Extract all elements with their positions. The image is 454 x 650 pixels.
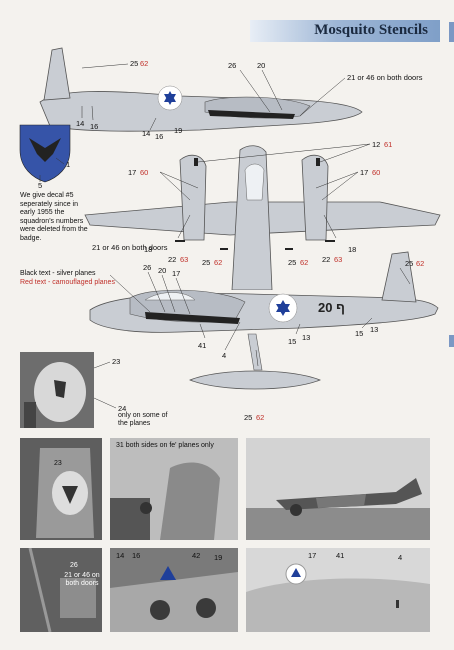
- callout-26-photo: 26: [70, 562, 78, 569]
- leaders-plan: [159, 143, 371, 239]
- callout-62: 62: [140, 59, 148, 68]
- callout-21-bottom: 21 or 46 on both doors: [92, 243, 168, 252]
- callout-14a: 14: [76, 119, 84, 128]
- undercarriage: [247, 333, 263, 371]
- photo-fin-badge: 23: [20, 438, 102, 540]
- leaders-bottom: [109, 267, 411, 367]
- callout-17-photo: 17: [308, 551, 317, 560]
- nacelle-right: [301, 154, 329, 241]
- photo-cockpit-crew: 14 16 42 19: [110, 548, 238, 632]
- callout-5: 5: [38, 181, 42, 190]
- callout-25-left: 25: [202, 258, 210, 267]
- callout-4-photo: 4: [398, 553, 403, 562]
- callout-23-nose: 23: [112, 357, 120, 366]
- canopy-plan: [244, 163, 265, 201]
- plan-view: 12 61 17 60 17 60 18 18 22 63 25 62 25 6…: [84, 140, 441, 290]
- badge-note: We give decal #5 seperately since in ear…: [20, 192, 88, 242]
- badge-callouts: 1 5: [38, 157, 70, 190]
- fin-top: [43, 47, 71, 101]
- callout-21: 21 or 46 on both doors: [347, 73, 423, 82]
- callout-61: 61: [384, 140, 392, 149]
- callout-16b: 16: [155, 132, 163, 141]
- callout-22-left: 22: [168, 255, 176, 264]
- door-stripe-top: [208, 110, 295, 119]
- callout-20-bottom: 20: [158, 266, 166, 275]
- callout-12: 12: [372, 140, 380, 149]
- callout-41-bottom: 41: [198, 341, 206, 350]
- edge-tab: [449, 22, 454, 42]
- callout-19: 19: [174, 126, 182, 135]
- photo-nose-art: [20, 352, 94, 428]
- title-banner: Mosquito Stencils: [250, 20, 440, 42]
- callout-26-bottom: 26: [143, 263, 151, 272]
- callout-60-left: 60: [140, 168, 148, 177]
- callout-14-photo: 14: [116, 551, 125, 560]
- aircraft-code: 20 ף: [318, 300, 345, 315]
- callout-15a: 15: [288, 337, 296, 346]
- callout-16a: 16: [90, 122, 98, 131]
- callout-62-right: 62: [300, 258, 308, 267]
- nacelle-left: [179, 154, 207, 241]
- stencil-marks: [175, 158, 335, 250]
- callout-19-photo: 19: [214, 553, 223, 562]
- fin-bottom: [381, 251, 417, 303]
- callout-41-photo: 41: [336, 551, 345, 560]
- callout-24-note: only on some of the planes: [118, 412, 168, 428]
- callout-13b: 13: [370, 325, 378, 334]
- door-stripe-bottom: [145, 312, 240, 324]
- callout-21-photo: 21 or 46 on both doors: [64, 572, 100, 588]
- fuselage-top: [39, 91, 363, 132]
- leaders-top: [81, 63, 346, 131]
- callout-17-left: 17: [128, 168, 136, 177]
- callout-25-tailplane: 25: [244, 413, 252, 422]
- callout-26: 26: [228, 61, 236, 70]
- photo-tail-crew: 31 both sides on fe' planes only: [110, 438, 238, 540]
- callout-1: 1: [66, 160, 70, 169]
- color-legend: Black text - silver planes Red text - ca…: [20, 269, 115, 287]
- callout-22-right: 22: [322, 255, 330, 264]
- callout-62-tailplane: 62: [256, 413, 264, 422]
- squadron-badge: [19, 124, 71, 183]
- callout-63-left: 63: [180, 255, 188, 264]
- callout-18-right: 18: [348, 245, 356, 254]
- callout-14b: 14: [142, 129, 150, 138]
- callout-17-right: 17: [360, 168, 368, 177]
- edge-tab-mid: [449, 335, 454, 347]
- callout-24-nose: 24: [118, 404, 126, 413]
- callout-17-bottom: 17: [172, 269, 180, 278]
- callout-60-right: 60: [372, 168, 380, 177]
- photo-mosquito-airfield: [246, 438, 430, 540]
- side-view-top: 25 62 26 20 21 or 46 on both doors 14 16…: [39, 47, 423, 141]
- photo-nose-closeup: 17 41 4: [246, 548, 430, 632]
- callout-25-right: 25: [288, 258, 296, 267]
- star-of-david-icon: [164, 91, 176, 105]
- callout-62-left: 62: [214, 258, 222, 267]
- bird-icon: [29, 138, 61, 162]
- tailplane-view: [189, 370, 321, 390]
- nose-callouts: 23 24: [94, 357, 126, 413]
- callout-23-fin: 23: [54, 460, 62, 467]
- callout-62-bottom: 62: [416, 259, 424, 268]
- legend-red: Red text - camouflaged planes: [20, 279, 115, 286]
- photo-ladder-doors: 26 21 or 46 on both doors: [20, 548, 102, 632]
- page-title: Mosquito Stencils: [314, 22, 428, 38]
- callout-63-right: 63: [334, 255, 342, 264]
- callout-25: 25: [130, 59, 138, 68]
- side-view-bottom: 20 ף 21 or 46 on both doors 26 20 17 25 …: [89, 243, 439, 422]
- callout-13a: 13: [302, 333, 310, 342]
- star-of-david-icon-2: [276, 300, 290, 316]
- callout-16-photo: 16: [132, 551, 141, 560]
- legend-black: Black text - silver planes: [20, 270, 96, 277]
- callout-18-left: 18: [144, 245, 152, 254]
- callout-25-bottom: 25: [405, 259, 413, 268]
- both-sides-caption: 31 both sides on fe' planes only: [116, 442, 214, 449]
- callout-15b: 15: [355, 329, 363, 338]
- callout-42-photo: 42: [192, 551, 201, 560]
- callout-4-bottom: 4: [222, 351, 226, 360]
- callout-20: 20: [257, 61, 265, 70]
